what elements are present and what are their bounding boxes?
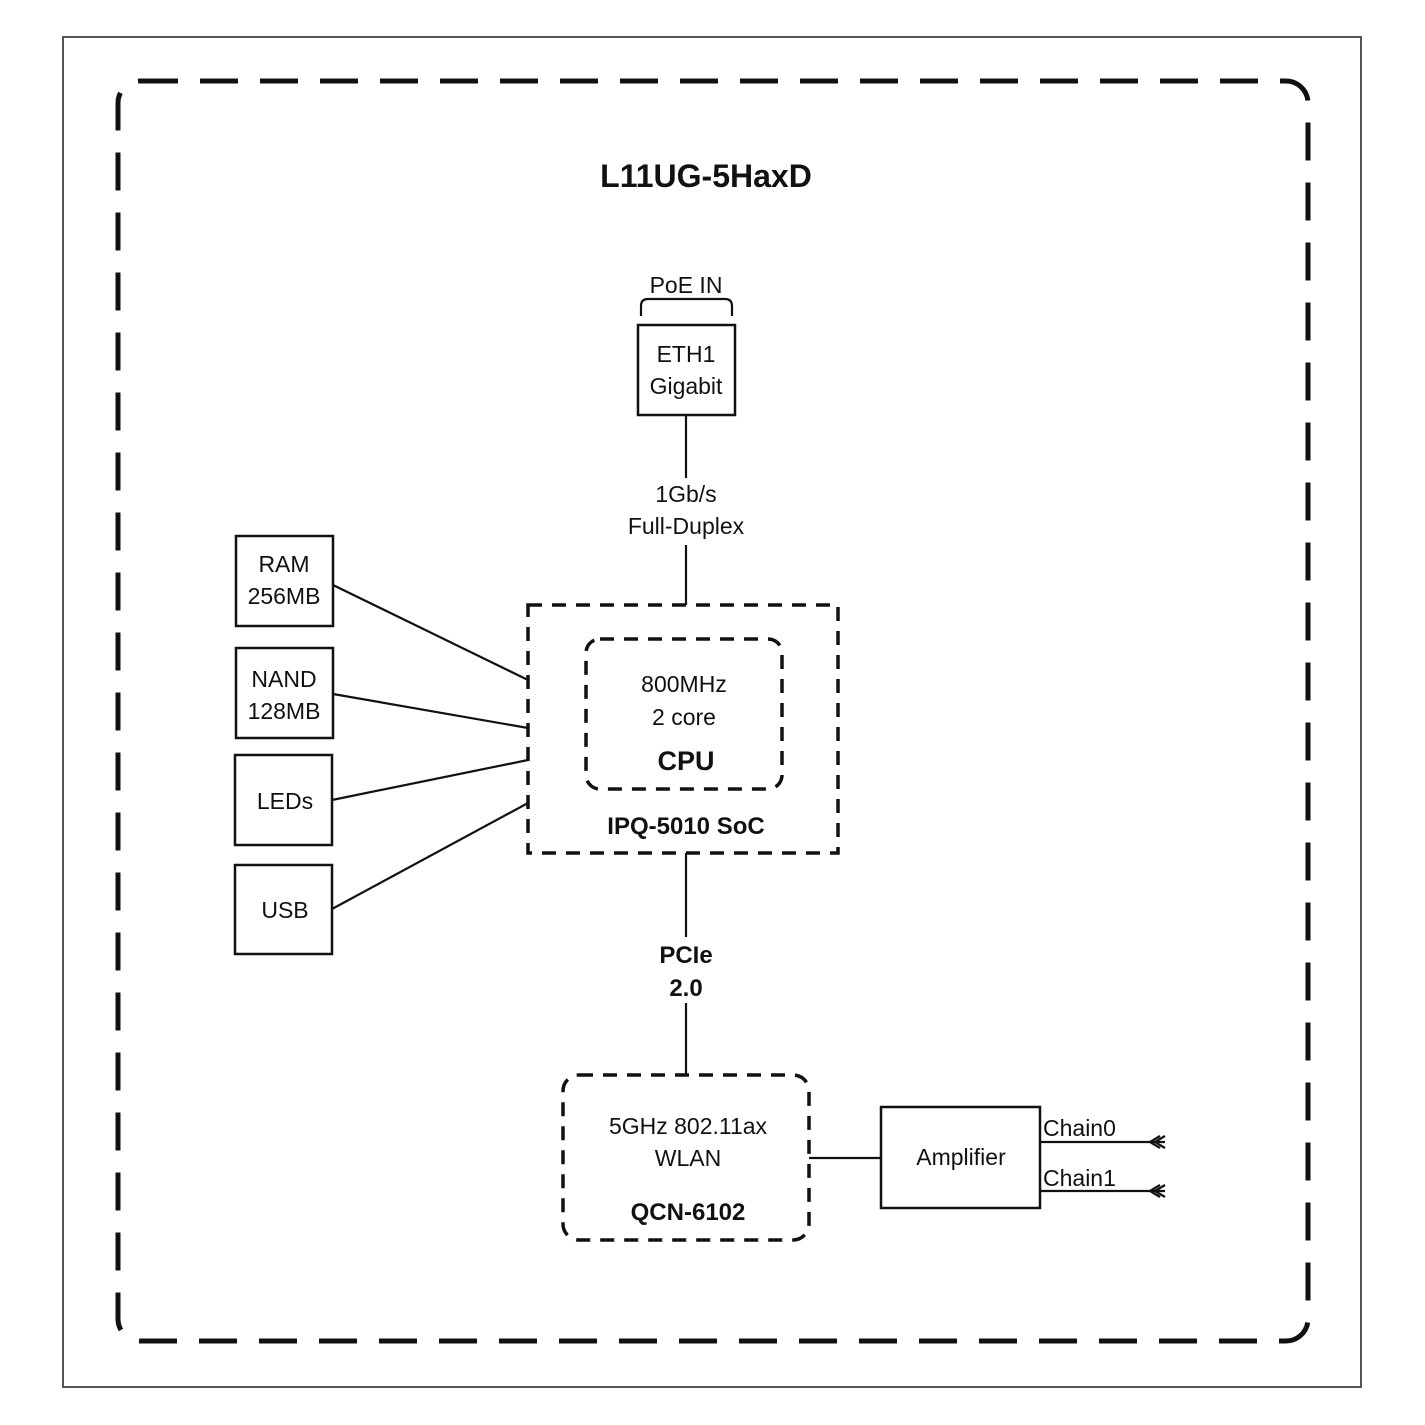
pcie-version: 2.0	[669, 975, 702, 1002]
cpu-frequency: 800MHz	[641, 671, 727, 697]
amplifier-box: Amplifier	[879, 1105, 1042, 1210]
eth1-speed-label: Gigabit	[650, 373, 723, 399]
eth-link-speed: 1Gb/s	[655, 481, 716, 507]
wlan-box	[561, 1073, 811, 1242]
nand-box: NAND 128MB	[234, 646, 335, 740]
ram-connector	[332, 584, 529, 681]
device-boundary	[115, 78, 1311, 1344]
cpu-cores: 2 core	[652, 704, 716, 730]
cpu-box	[584, 637, 784, 791]
wlan-chip: QCN-6102	[631, 1199, 746, 1226]
nand-connector	[332, 692, 529, 730]
leds-connector	[331, 758, 529, 802]
ram-box: RAM 256MB	[234, 534, 335, 628]
nand-label: NAND	[251, 666, 316, 692]
chain1-antenna-icon	[1147, 1184, 1166, 1198]
leds-label: LEDs	[257, 788, 313, 814]
wlan-label: WLAN	[655, 1145, 721, 1171]
leds-box: LEDs	[233, 753, 334, 847]
amplifier-label: Amplifier	[916, 1144, 1006, 1170]
eth1-label: ETH1	[657, 341, 716, 367]
poe-bracket	[639, 297, 734, 316]
chain0-label: Chain0	[1043, 1115, 1116, 1141]
chain0-antenna-icon	[1147, 1135, 1166, 1149]
ram-label: RAM	[258, 551, 309, 577]
soc-box	[526, 603, 840, 855]
usb-label: USB	[261, 897, 308, 923]
ram-size: 256MB	[248, 583, 321, 609]
eth1-port-box: ETH1 Gigabit	[636, 323, 737, 417]
usb-box: USB	[233, 863, 334, 956]
device-title: L11UG-5HaxD	[600, 158, 812, 194]
pcie-label: PCIe	[659, 942, 712, 969]
usb-connector	[331, 802, 529, 910]
eth-link-duplex: Full-Duplex	[628, 513, 745, 539]
nand-size: 128MB	[248, 698, 321, 724]
chain1-label: Chain1	[1043, 1165, 1116, 1191]
soc-label: IPQ-5010 SoC	[607, 813, 764, 840]
wlan-standard: 5GHz 802.11ax	[609, 1113, 768, 1139]
cpu-label: CPU	[657, 746, 714, 776]
poe-label: PoE IN	[650, 272, 723, 298]
